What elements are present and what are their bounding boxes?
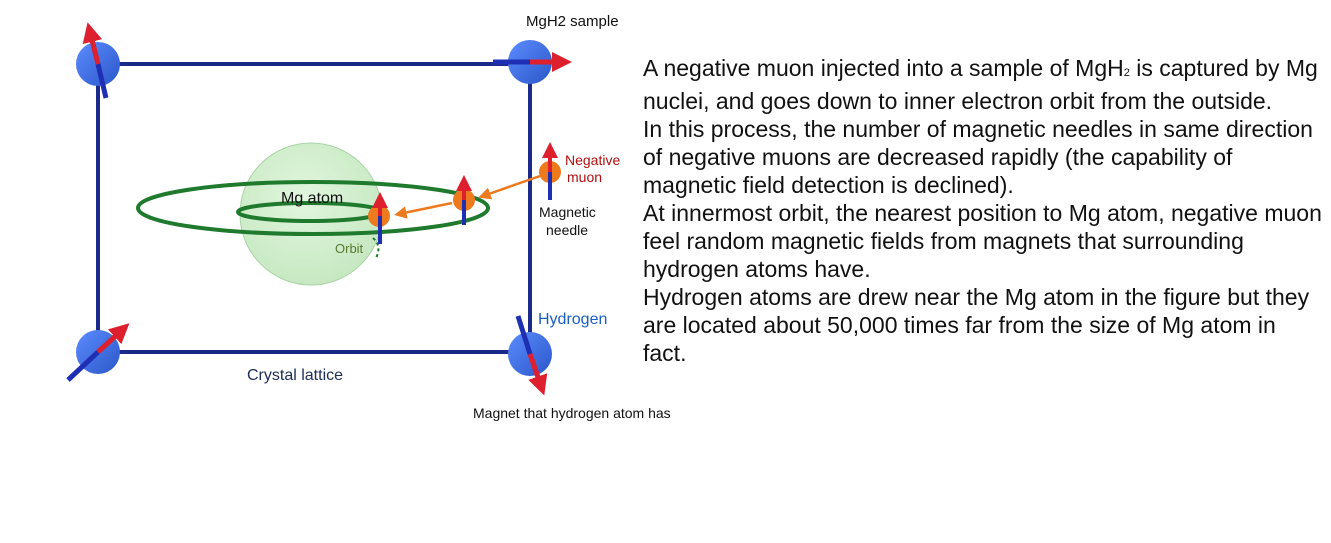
explanation-paragraph-3: At innermost orbit, the nearest position… — [643, 200, 1322, 282]
negative-muon-label-line2: muon — [567, 169, 603, 185]
crystal-lattice-label: Crystal lattice — [247, 367, 344, 384]
hydrogen-atom-bottom-right — [508, 315, 552, 396]
orbit-label: Orbit — [335, 241, 364, 256]
subscript-2: 2 — [1123, 67, 1130, 79]
orbit-pointer — [372, 237, 380, 259]
hydrogen-magnet-label: Magnet that hydrogen atom has — [473, 405, 671, 421]
crystal-lattice — [96, 62, 532, 354]
explanation-text: A negative muon injected into a sample o… — [643, 54, 1323, 367]
explanation-paragraph-4: Hydrogen atoms are drew near the Mg atom… — [643, 284, 1310, 366]
magnetic-needle-label-line2: needle — [546, 222, 589, 238]
explanation-paragraph-2: In this process, the number of magnetic … — [643, 116, 1313, 198]
muon-inner — [368, 192, 390, 244]
negative-muon-label-line1: Negative — [565, 152, 621, 168]
hydrogen-atom-top-right — [493, 40, 572, 84]
diagram-graphic — [66, 22, 572, 396]
muon-outer — [539, 142, 561, 200]
sample-label: MgH2 sample — [526, 13, 619, 30]
hydrogen-atom-bottom-left — [66, 323, 130, 382]
muon-path-arrows — [394, 174, 541, 219]
hydrogen-atom-top-left — [76, 22, 120, 99]
muon-diagram: MgH2 sample Mg atom Orbit Negative muon … — [0, 0, 671, 440]
magnetic-needle-label-line1: Magnetic — [539, 204, 596, 220]
muon-middle — [453, 175, 475, 225]
mg-atom — [239, 142, 383, 286]
explanation-paragraph-1: A negative muon injected into a sample o… — [643, 55, 1318, 114]
mg-atom-label: Mg atom — [281, 190, 344, 207]
hydrogen-label: Hydrogen — [538, 311, 608, 328]
